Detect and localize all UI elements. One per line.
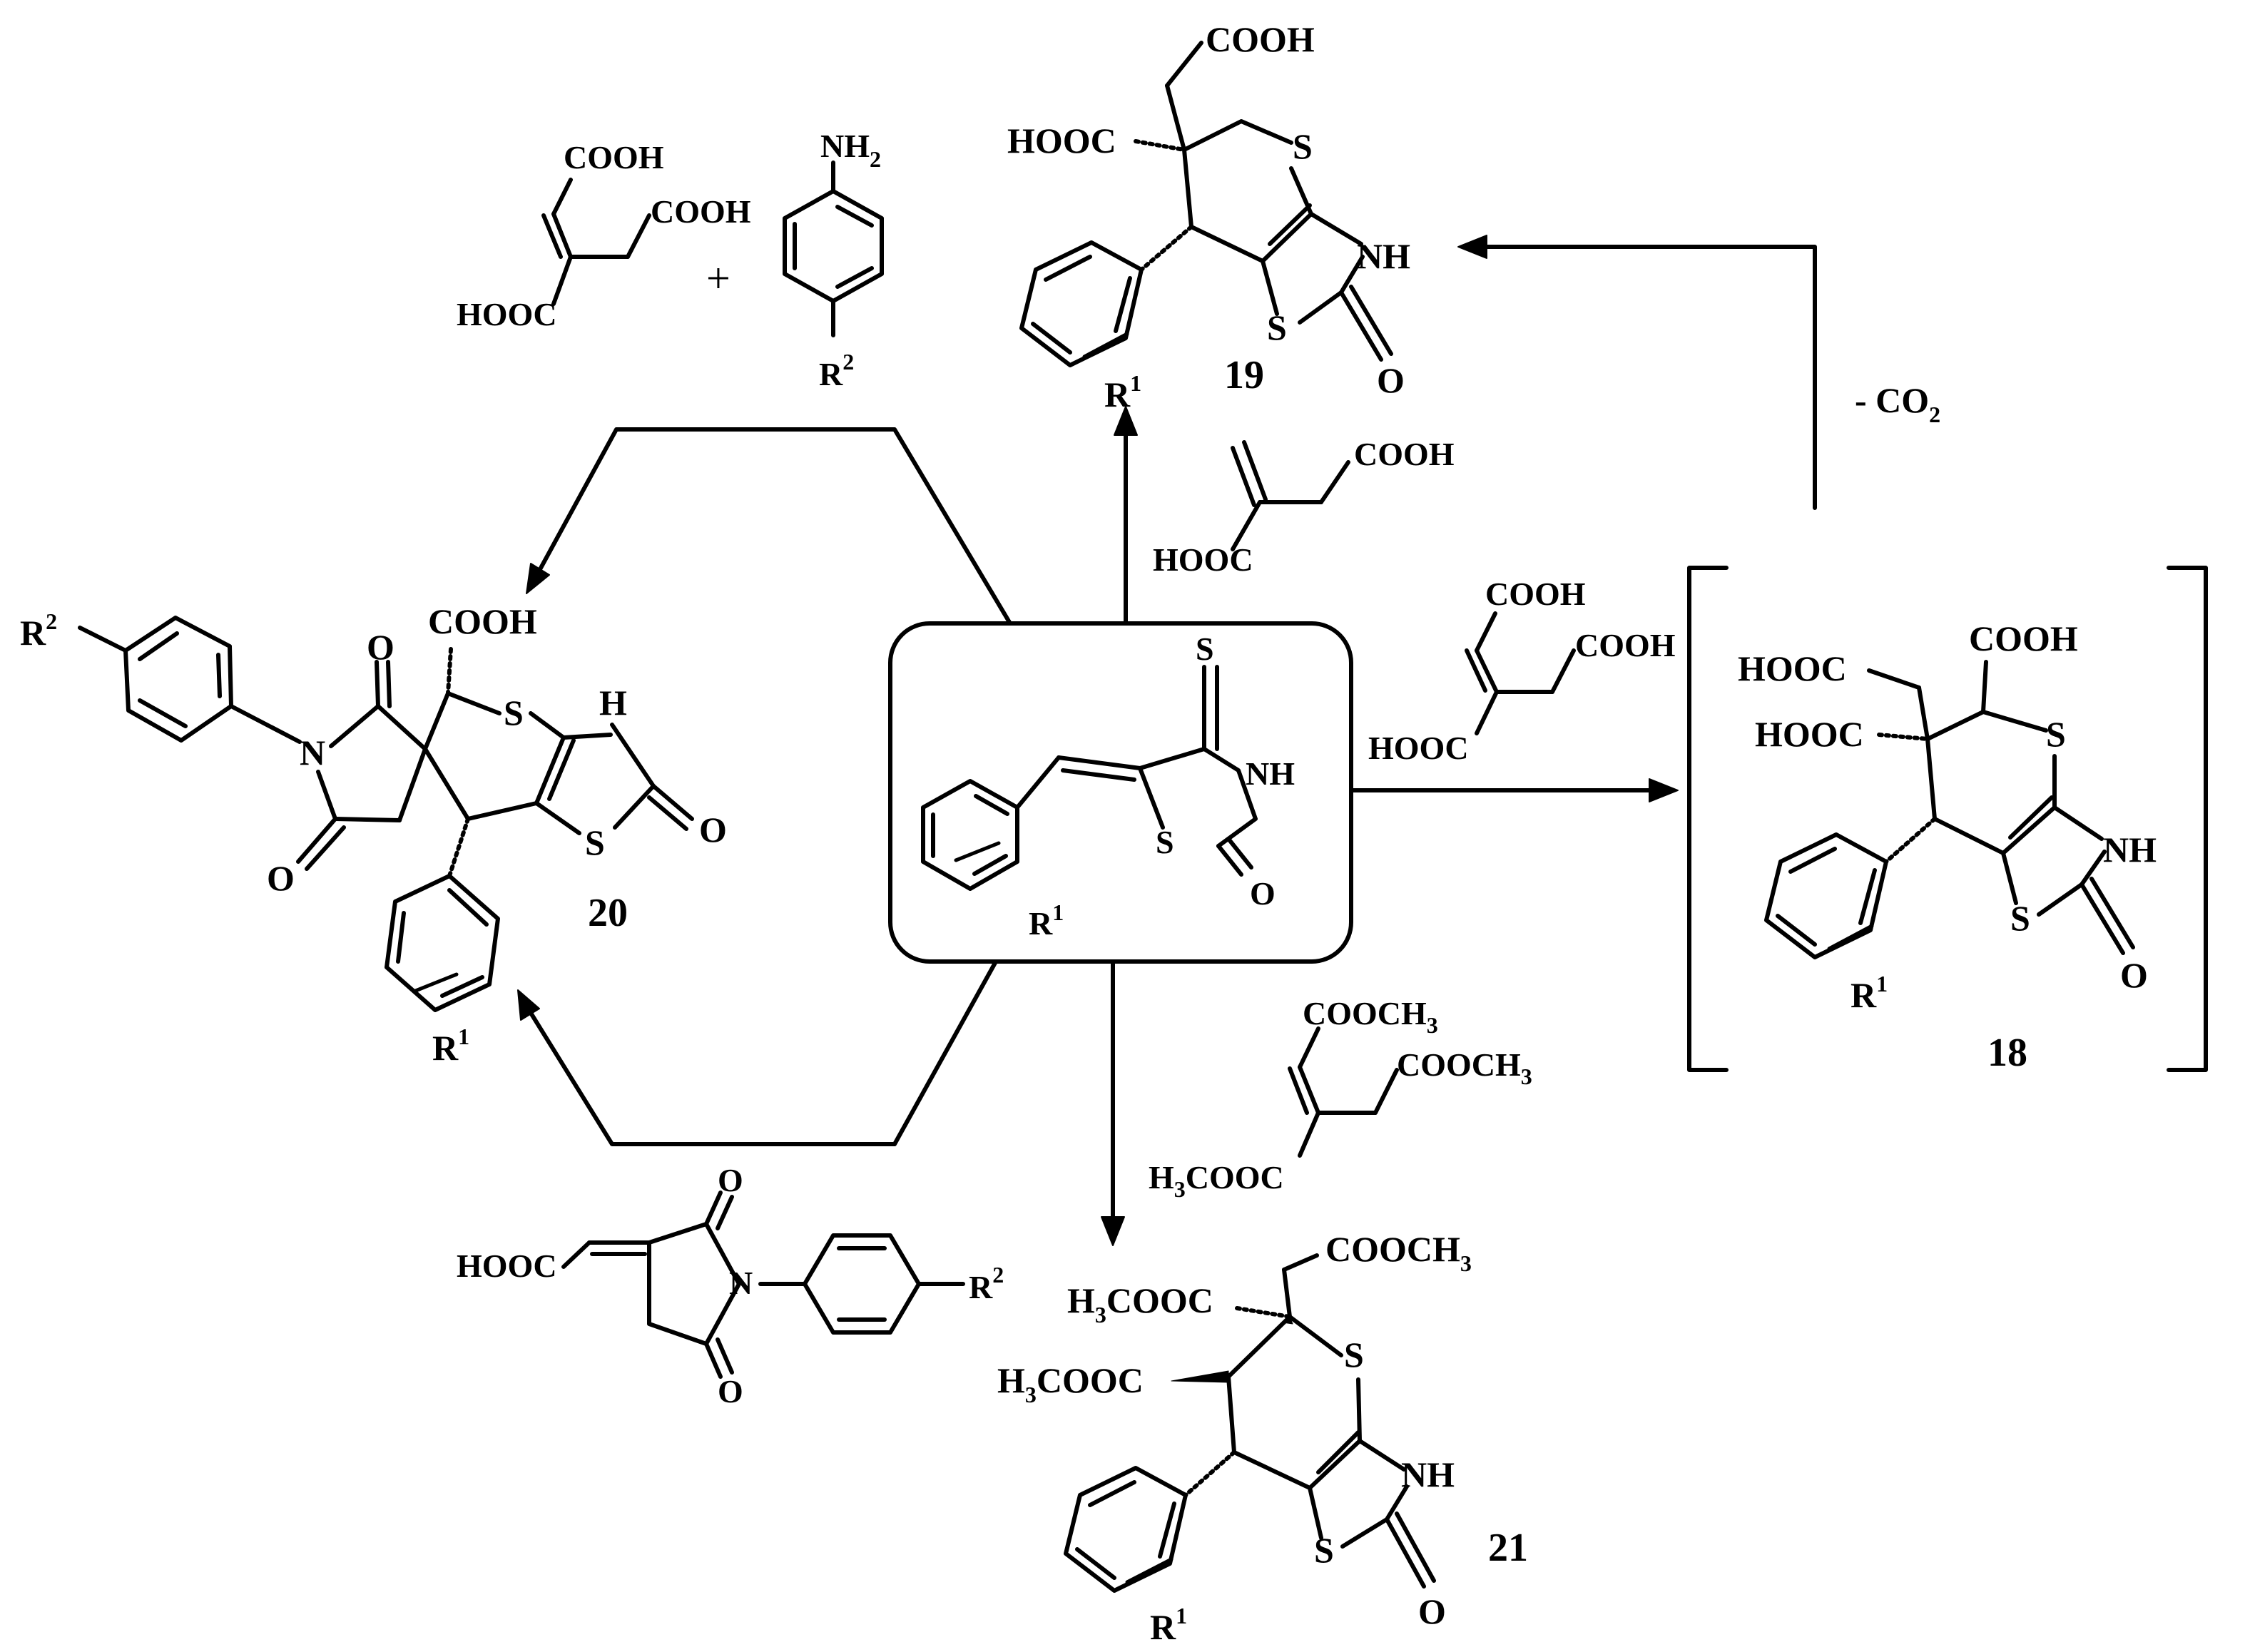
ring-s-label: S xyxy=(1156,824,1174,860)
starting-material-box xyxy=(888,621,1353,964)
thione-s-label: S xyxy=(1196,631,1214,667)
reagent-aconitic-acid: COOH COOH HOOC xyxy=(1368,576,1676,766)
o-label: O xyxy=(2120,955,2148,995)
r1-label: R1 xyxy=(1029,899,1064,942)
compound-label-20: 20 xyxy=(588,891,628,935)
cooch3-label-2: COOCH3 xyxy=(1397,1046,1532,1089)
ring-s-label: S xyxy=(2046,714,2066,754)
o-label: O xyxy=(1418,1591,1446,1631)
h3cooc-label: H3COOC xyxy=(1149,1159,1284,1202)
product-20: COOH S H O S O N O xyxy=(20,601,727,1068)
arrow-to-21 xyxy=(1101,961,1125,1246)
s-label-2: S xyxy=(2010,898,2030,938)
nh-label: NH xyxy=(1401,1454,1455,1494)
hooc-label: HOOC xyxy=(1368,730,1469,766)
s-label-2: S xyxy=(585,822,605,862)
left-bracket xyxy=(1687,566,1729,1072)
compound-label-21: 21 xyxy=(1488,1526,1528,1570)
hooc-label: HOOC xyxy=(457,1248,557,1284)
carbonyl-o-label: O xyxy=(1250,875,1276,912)
aryl-ring xyxy=(1064,1466,1188,1593)
right-bracket xyxy=(2167,566,2208,1072)
o-label: O xyxy=(699,810,727,850)
s-label-2: S xyxy=(1267,307,1287,347)
arrow-to-19 xyxy=(1114,406,1138,624)
hooc-label: HOOC xyxy=(457,296,557,332)
cooch3-label: COOCH3 xyxy=(1303,995,1438,1038)
r1-label: R1 xyxy=(1851,971,1888,1015)
nh2-label: NH2 xyxy=(820,128,881,172)
arrow-upper-to-20 xyxy=(526,427,1012,626)
compound-label-19: 19 xyxy=(1224,353,1264,397)
reagent-succinimide-acid: HOOC O O N R2 xyxy=(457,1162,1004,1409)
ring-s-label: S xyxy=(504,693,524,733)
aryl-ring xyxy=(1019,240,1144,367)
o-label: O xyxy=(718,1162,743,1198)
hooc-label: HOOC xyxy=(1738,648,1847,688)
compound-label-18: 18 xyxy=(1987,1031,2027,1075)
reagent-trimethyl-aconitate: COOCH3 COOCH3 H3COOC xyxy=(1149,995,1532,1202)
nh-label: NH xyxy=(1357,236,1410,276)
aryl-ring xyxy=(385,874,500,1012)
cooh-label: COOH xyxy=(564,139,664,175)
product-19: COOH HOOC S NH S O R1 19 xyxy=(1007,19,1410,414)
cooh-label-2: COOH xyxy=(651,193,751,230)
hooc-label: HOOC xyxy=(1007,121,1116,160)
product-21: COOCH3 H3COOC H3COOC S NH S O R1 21 xyxy=(997,1229,1528,1647)
o-label: O xyxy=(1377,360,1405,400)
r1-label: R1 xyxy=(1150,1603,1187,1647)
n-label: N xyxy=(300,733,325,773)
o-label-3: O xyxy=(267,858,295,898)
h-label: H xyxy=(599,683,627,723)
cooh-label: COOH xyxy=(428,601,537,641)
nh-label: NH xyxy=(2103,830,2157,870)
minus-co2-label: - CO2 xyxy=(1855,380,1940,427)
aniline-ring xyxy=(783,189,884,303)
r2-label: R2 xyxy=(969,1262,1004,1305)
cooh-label: COOH xyxy=(1206,19,1315,59)
cooh-label: COOH xyxy=(1969,618,2078,658)
reagent-itaconic-acid: HOOC COOH xyxy=(1153,436,1455,578)
starting-material: S NH S O R1 xyxy=(888,621,1353,964)
hooc-label: HOOC xyxy=(1153,541,1253,578)
r2-label: R2 xyxy=(819,349,854,392)
arrow-18-to-19: - CO2 xyxy=(1457,235,1940,510)
ring-s-label: S xyxy=(1344,1335,1364,1375)
h3cooc-label: H3COOC xyxy=(1067,1280,1213,1327)
r1-label: R1 xyxy=(432,1024,469,1068)
r1-label: R1 xyxy=(1104,370,1141,414)
cooh-label-2: COOH xyxy=(1575,627,1676,663)
reagent-aconitic-acid-aniline: COOH COOH HOOC + NH2 R2 xyxy=(457,128,884,392)
o-label-2: O xyxy=(367,627,394,667)
product-18: COOH HOOC HOOC S NH S O R1 18 xyxy=(1687,566,2208,1075)
s-label-2: S xyxy=(1314,1530,1334,1570)
benzene-ring xyxy=(921,779,1019,891)
nh-label: NH xyxy=(1246,755,1295,792)
h3cooc-label-2: H3COOC xyxy=(997,1360,1144,1407)
r2-label: R2 xyxy=(20,608,57,653)
cooh-label: COOH xyxy=(1485,576,1586,612)
aryl-ring xyxy=(1764,832,1888,959)
arrow-to-18 xyxy=(1349,778,1679,802)
o-label-2: O xyxy=(718,1373,743,1409)
plus-sign: + xyxy=(706,255,730,302)
cooch3-label: COOCH3 xyxy=(1325,1229,1472,1276)
n-label: N xyxy=(729,1265,753,1301)
arrow-lower-to-20 xyxy=(517,959,998,1146)
ring-s-label: S xyxy=(1293,126,1313,166)
hooc-label-2: HOOC xyxy=(1755,714,1864,754)
cooh-label: COOH xyxy=(1354,436,1455,472)
